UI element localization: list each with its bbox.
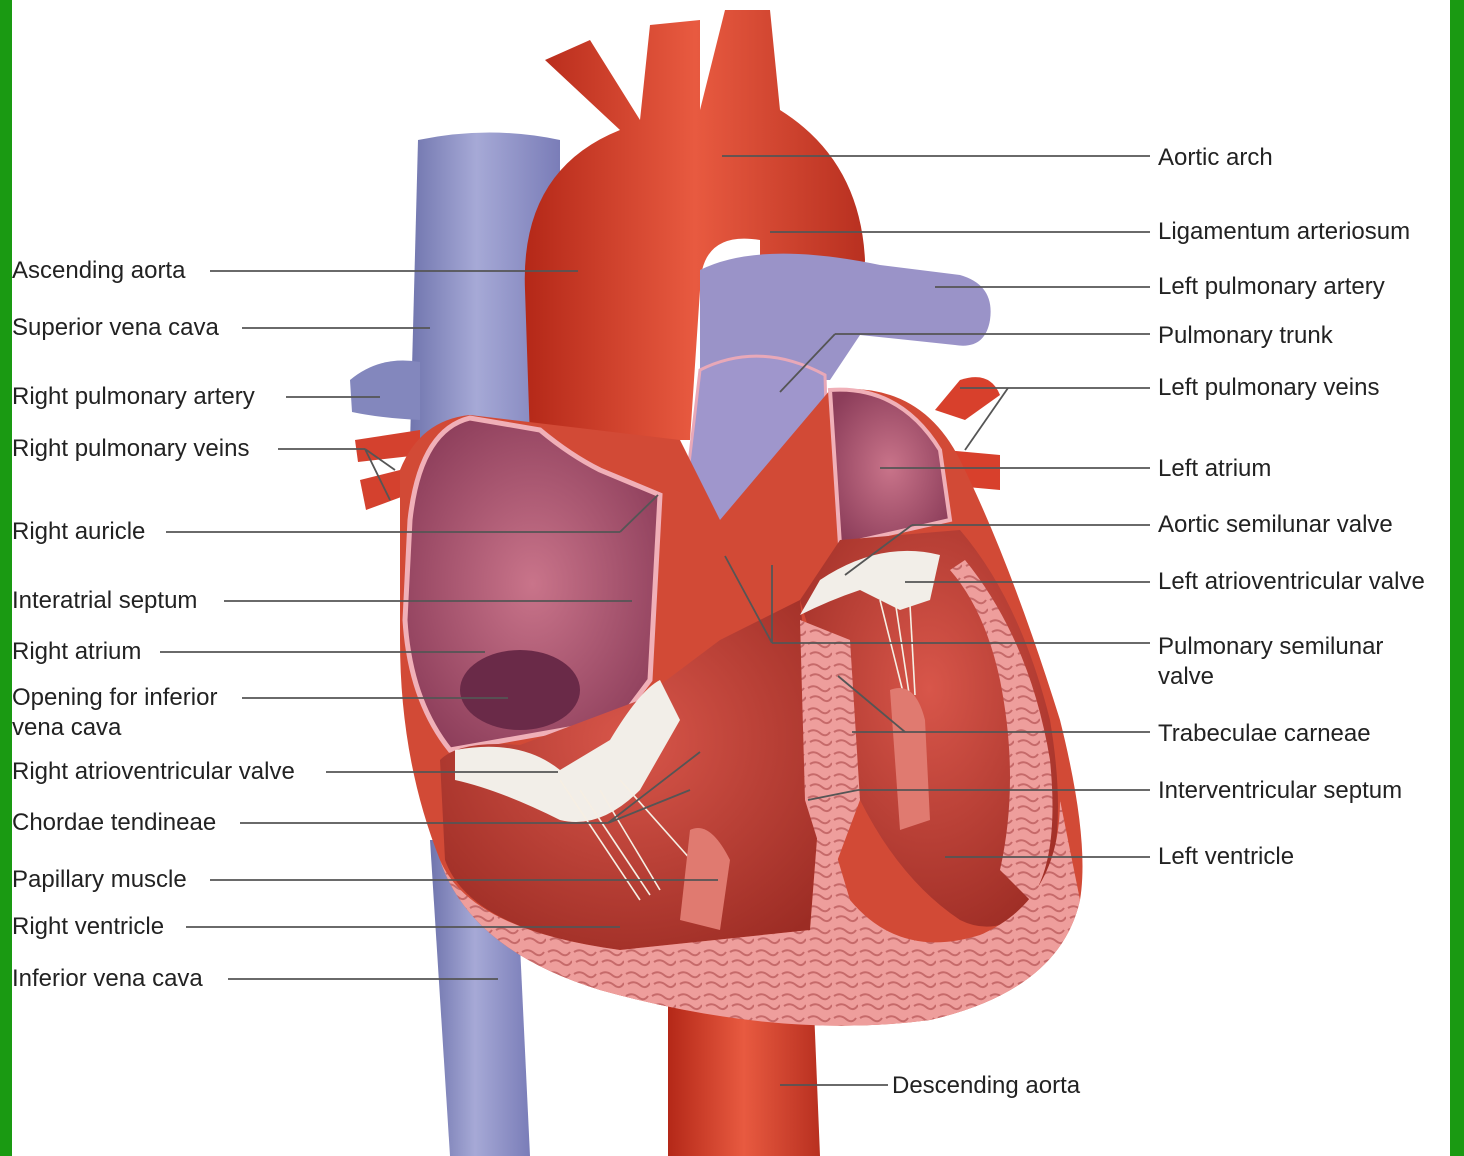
label-chordae-tendineae: Chordae tendineae bbox=[12, 808, 216, 838]
label-right-atrium: Right atrium bbox=[12, 637, 141, 667]
label-pulmonary-semilunar-valve: Pulmonary semilunar valve bbox=[1158, 632, 1428, 692]
label-left-pulmonary-artery: Left pulmonary artery bbox=[1158, 272, 1385, 302]
label-trabeculae-carneae: Trabeculae carneae bbox=[1158, 719, 1371, 749]
heart-diagram: Ascending aorta Superior vena cava Right… bbox=[12, 0, 1450, 1156]
label-pulmonary-trunk: Pulmonary trunk bbox=[1158, 321, 1333, 351]
label-interventricular-septum: Interventricular septum bbox=[1158, 776, 1402, 806]
label-superior-vena-cava: Superior vena cava bbox=[12, 313, 219, 343]
label-right-pulmonary-veins: Right pulmonary veins bbox=[12, 434, 249, 464]
label-opening-ivc: Opening for inferior vena cava bbox=[12, 683, 252, 743]
label-ascending-aorta: Ascending aorta bbox=[12, 256, 185, 286]
label-left-av-valve: Left atrioventricular valve bbox=[1158, 567, 1425, 597]
label-interatrial-septum: Interatrial septum bbox=[12, 586, 197, 616]
label-inferior-vena-cava: Inferior vena cava bbox=[12, 964, 203, 994]
label-right-auricle: Right auricle bbox=[12, 517, 145, 547]
label-aortic-semilunar-valve: Aortic semilunar valve bbox=[1158, 510, 1393, 540]
right-pulmonary-artery-shape bbox=[350, 360, 420, 420]
label-left-ventricle: Left ventricle bbox=[1158, 842, 1294, 872]
label-right-ventricle: Right ventricle bbox=[12, 912, 164, 942]
label-papillary-muscle: Papillary muscle bbox=[12, 865, 187, 895]
label-ligamentum-arteriosum: Ligamentum arteriosum bbox=[1158, 217, 1410, 247]
label-right-av-valve: Right atrioventricular valve bbox=[12, 757, 295, 787]
label-descending-aorta: Descending aorta bbox=[892, 1071, 1080, 1101]
label-left-pulmonary-veins: Left pulmonary veins bbox=[1158, 373, 1379, 403]
label-aortic-arch: Aortic arch bbox=[1158, 143, 1273, 173]
label-left-atrium: Left atrium bbox=[1158, 454, 1271, 484]
label-right-pulmonary-artery: Right pulmonary artery bbox=[12, 382, 255, 412]
